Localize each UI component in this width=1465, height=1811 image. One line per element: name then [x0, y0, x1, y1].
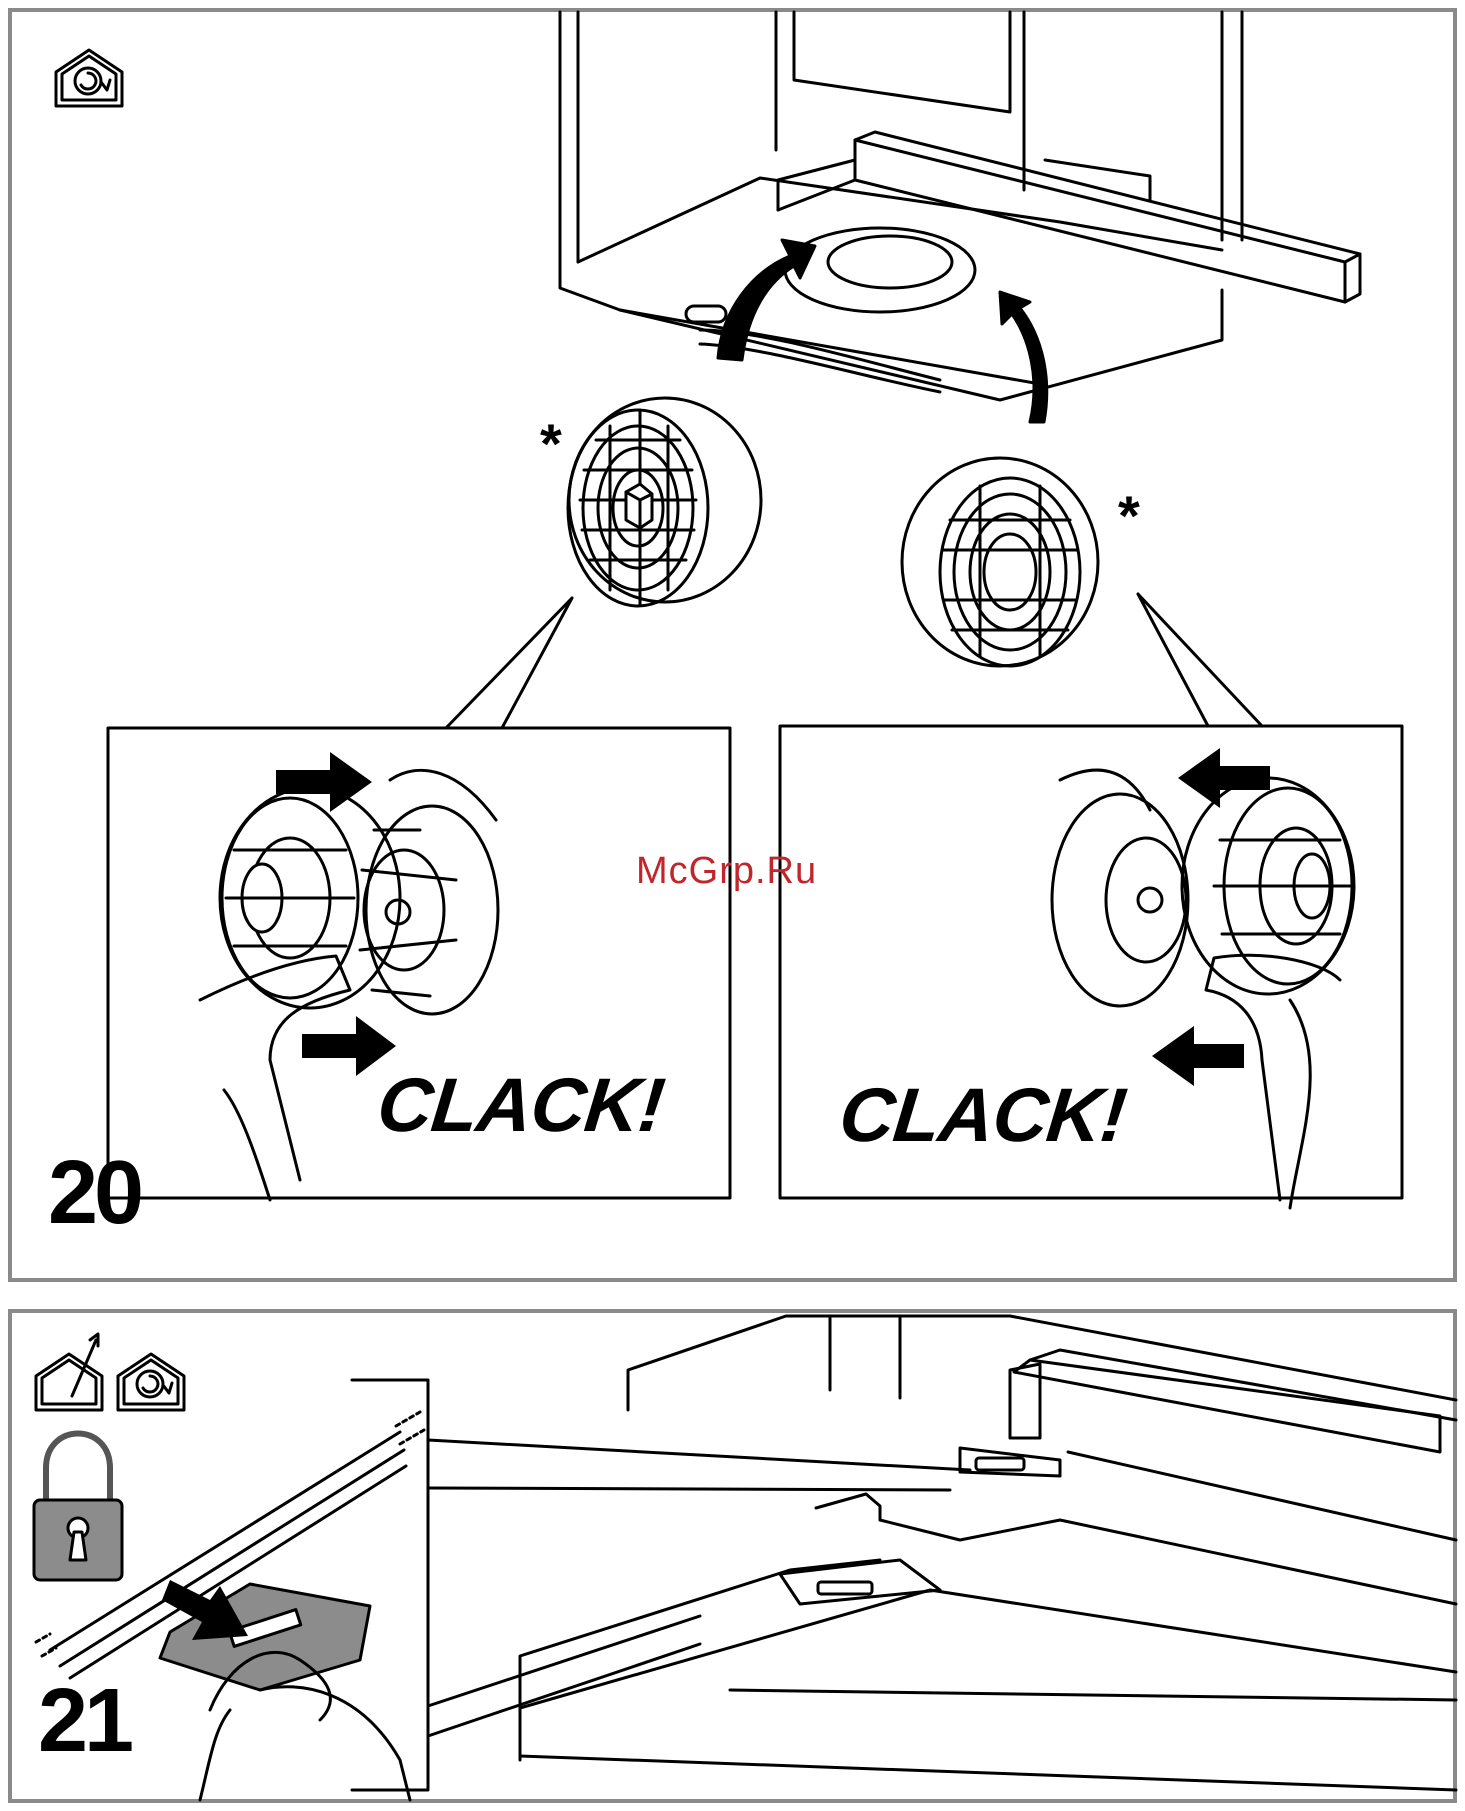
asterisk-note-left: * [540, 416, 562, 472]
step-number-20: 20 [48, 1148, 140, 1238]
watermark: McGrp.Ru [636, 850, 817, 893]
step-number-21: 21 [38, 1676, 130, 1766]
step-21-panel [8, 1309, 1457, 1803]
carbon-filter-right [902, 458, 1098, 666]
push-arrow-right-bottom [1152, 1026, 1244, 1086]
carbon-filter-left [568, 398, 761, 606]
clack-label-right: CLACK! [836, 1078, 1129, 1154]
clack-label-left: CLACK! [374, 1068, 667, 1144]
recirculation-mode-icon [56, 50, 122, 106]
step-20-illustration [0, 0, 1465, 1290]
cooker-hood-drawing [560, 12, 1360, 400]
asterisk-note-right: * [1118, 488, 1140, 544]
insert-arrow-right [1000, 292, 1047, 422]
